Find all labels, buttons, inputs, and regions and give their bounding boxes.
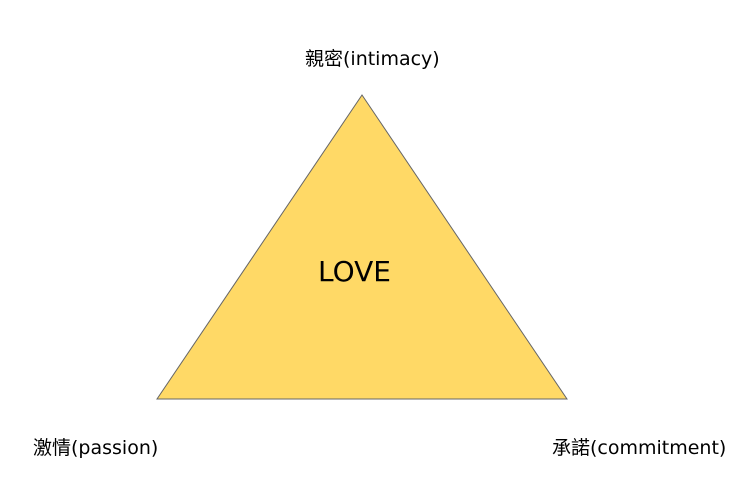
top-label-intimacy: 親密(intimacy): [305, 48, 440, 70]
love-triangle: [156, 94, 568, 400]
center-label: LOVE: [318, 255, 391, 288]
right-label-commitment: 承諾(commitment): [552, 437, 727, 459]
left-label-passion: 激情(passion): [33, 437, 159, 459]
